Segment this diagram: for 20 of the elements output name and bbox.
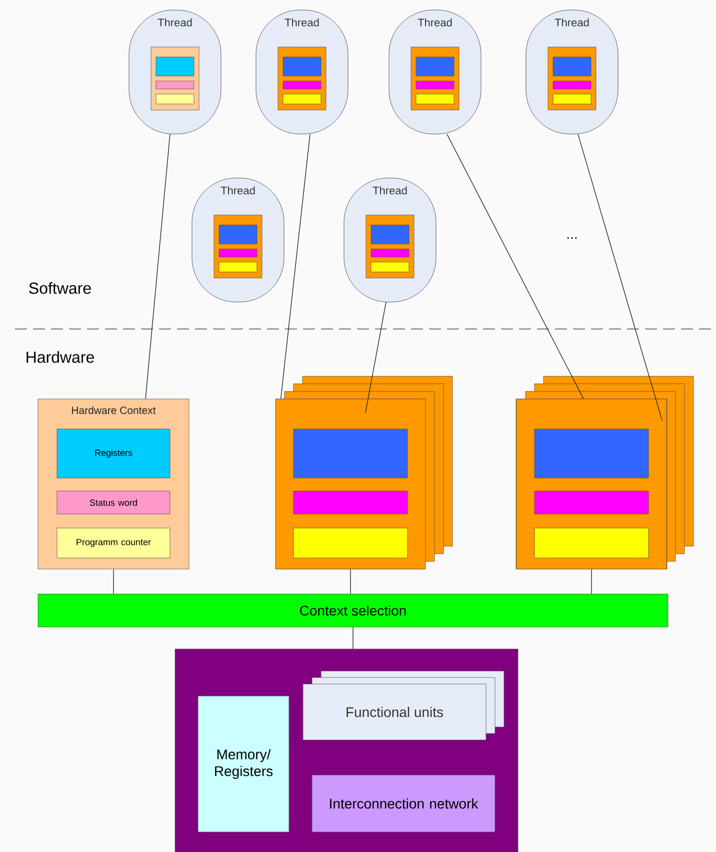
connector-line: [145, 134, 170, 400]
connector-line: [350, 568, 351, 594]
section-label: Software: [29, 282, 91, 294]
component-box: Memory/ Registers: [198, 696, 290, 832]
connector-line: [591, 568, 592, 594]
selection-bar: Context selection: [38, 594, 668, 628]
component-box: Status word: [56, 490, 170, 514]
context-stack: [516, 376, 694, 570]
connector-line: [113, 568, 114, 594]
context-stack: [275, 376, 453, 570]
connector-line: [446, 134, 584, 400]
section-label: Hardware: [26, 351, 94, 363]
connector-line: [365, 302, 386, 414]
component-box: Registers: [56, 428, 170, 478]
connector-line: [352, 626, 354, 650]
unit-stack: Functional units: [302, 670, 504, 740]
ellipsis: ...: [567, 237, 577, 239]
component-box: Programm counter: [56, 528, 170, 558]
component-box: Interconnection network: [312, 774, 496, 832]
connector-line: [578, 134, 663, 422]
